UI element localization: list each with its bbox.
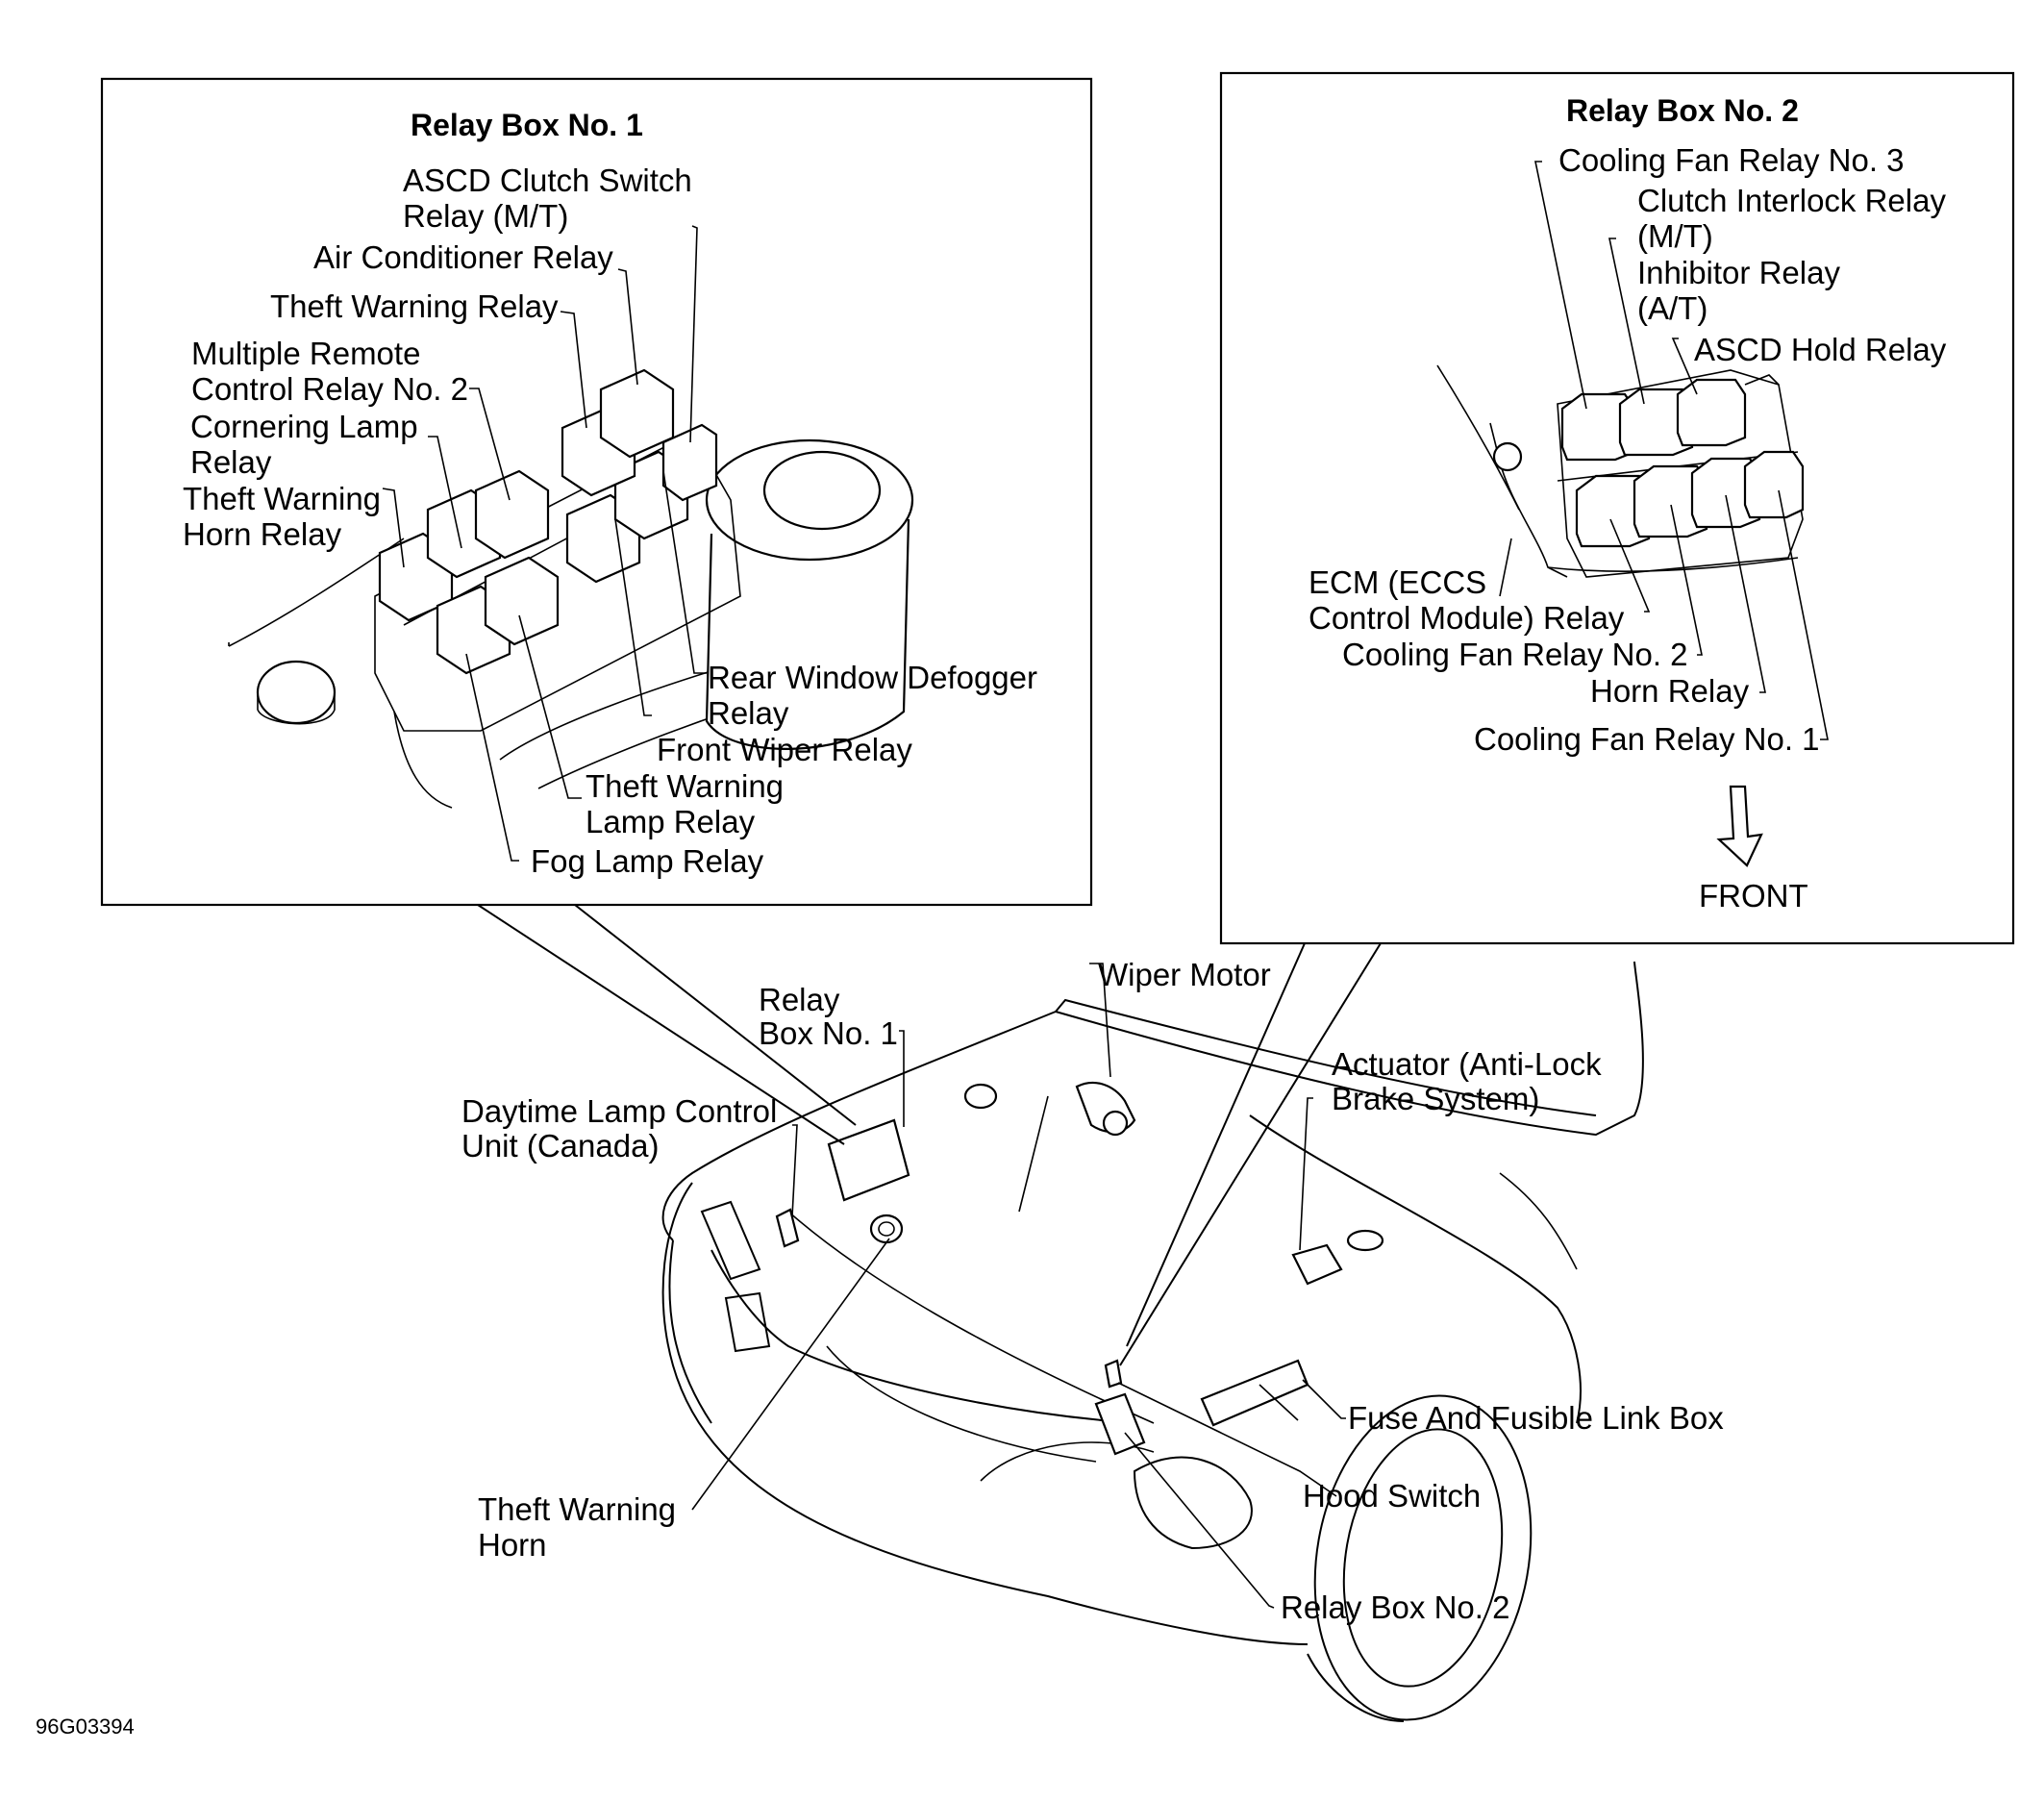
theft-lamp-relay-label-2: Lamp Relay: [586, 804, 756, 839]
daytime-lamp-label-1: Daytime Lamp Control: [461, 1093, 777, 1129]
theft-horn-relay-label-1: Theft Warning: [183, 481, 381, 516]
multiple-remote-relay-label-1: Multiple Remote: [191, 336, 420, 371]
front-direction-label: FRONT: [1699, 878, 1808, 914]
ascd-clutch-relay-label-2: Relay (M/T): [403, 198, 568, 234]
relay-box-2-title: Relay Box No. 2: [1566, 93, 1799, 128]
wiper-motor-label: Wiper Motor: [1098, 957, 1271, 992]
relay-box-2-inset: Relay Box No. 2 Cooling Fan Relay No. 3 …: [1219, 71, 2015, 945]
front-arrow-icon: [1716, 785, 1763, 867]
inhibitor-relay-label-2: (A/T): [1637, 290, 1707, 326]
relay-cubes-1: [378, 368, 718, 675]
theft-warning-relay-label: Theft Warning Relay: [270, 288, 559, 324]
actuator-label-2: Brake System): [1332, 1081, 1539, 1116]
multiple-remote-relay-label-2: Control Relay No. 2: [191, 371, 468, 407]
relay-box-1-car-label-2: Box No. 1: [759, 1015, 898, 1051]
figure-code: 96G03394: [36, 1714, 135, 1739]
cornering-lamp-relay-label-2: Relay: [190, 444, 272, 480]
rear-defogger-relay-label-1: Rear Window Defogger: [708, 660, 1037, 695]
ascd-hold-relay-label: ASCD Hold Relay: [1694, 332, 1947, 367]
relay-cubes-2: [1560, 374, 1805, 548]
cooling-fan-relay-3-label: Cooling Fan Relay No. 3: [1558, 142, 1905, 178]
theft-horn-car-label-1: Theft Warning: [478, 1491, 676, 1527]
hood-switch-label: Hood Switch: [1303, 1478, 1481, 1514]
theft-horn-car-label-2: Horn: [478, 1527, 547, 1563]
vehicle-drawing: [661, 961, 1644, 1722]
actuator-label-1: Actuator (Anti-Lock: [1332, 1046, 1602, 1082]
cornering-lamp-relay-label-1: Cornering Lamp: [190, 409, 418, 444]
cooling-fan-relay-2-label: Cooling Fan Relay No. 2: [1342, 637, 1688, 672]
relay-box-1-title: Relay Box No. 1: [411, 108, 643, 142]
theft-lamp-relay-label-1: Theft Warning: [586, 768, 784, 804]
relay-box-1-car-label-1: Relay: [759, 982, 840, 1017]
clutch-interlock-relay-label-1: Clutch Interlock Relay: [1637, 183, 1946, 218]
cooling-fan-relay-1-label: Cooling Fan Relay No. 1: [1474, 721, 1820, 757]
air-conditioner-relay-label: Air Conditioner Relay: [313, 239, 613, 275]
ecm-relay-label-2: Control Module) Relay: [1309, 600, 1625, 636]
inhibitor-relay-label-1: Inhibitor Relay: [1637, 255, 1840, 290]
ascd-clutch-relay-label-1: ASCD Clutch Switch: [403, 163, 692, 198]
fuse-box-label: Fuse And Fusible Link Box: [1348, 1400, 1724, 1436]
clutch-interlock-relay-label-2: (M/T): [1637, 218, 1713, 254]
relay-box-1-inset: Relay Box No. 1 ASCD Clutch Switch Relay…: [100, 77, 1093, 907]
vehicle-labels: Relay Box No. 1 Wiper Motor Daytime Lamp…: [461, 957, 1724, 1625]
fog-lamp-relay-label: Fog Lamp Relay: [531, 843, 764, 879]
ecm-relay-label-1: ECM (ECCS: [1309, 564, 1486, 600]
vehicle-leaders: [691, 963, 1346, 1609]
rear-defogger-relay-label-2: Relay: [708, 695, 789, 731]
horn-relay-label: Horn Relay: [1590, 673, 1750, 709]
daytime-lamp-label-2: Unit (Canada): [461, 1128, 659, 1164]
theft-horn-relay-label-2: Horn Relay: [183, 516, 342, 552]
front-wiper-relay-label: Front Wiper Relay: [657, 732, 912, 767]
inset-connectors: [477, 904, 1382, 1366]
relay-box-2-car-label: Relay Box No. 2: [1281, 1589, 1509, 1625]
